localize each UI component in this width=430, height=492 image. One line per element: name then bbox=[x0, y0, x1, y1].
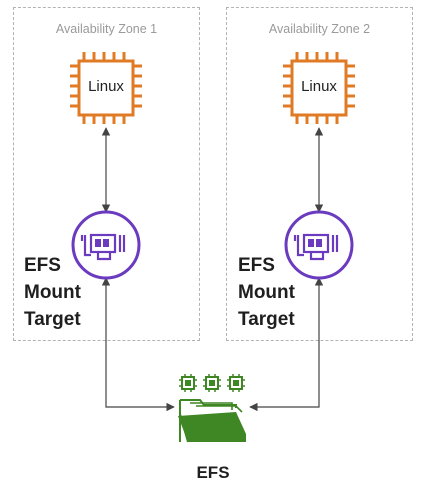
file-system-icon bbox=[178, 374, 246, 443]
chip-icon bbox=[283, 52, 355, 124]
instance-label: Linux bbox=[88, 78, 124, 95]
instance-label: Linux bbox=[301, 78, 337, 95]
mount-target-label-line: Mount bbox=[24, 282, 81, 303]
efs-label: EFS bbox=[196, 463, 230, 482]
connectors bbox=[101, 127, 324, 412]
mount-target-label-line: EFS bbox=[238, 255, 275, 276]
zone-title: Availability Zone 1 bbox=[55, 22, 158, 36]
connector-mount2-efs bbox=[249, 277, 324, 412]
mount-target-label-line: Target bbox=[238, 309, 295, 330]
connector-mount1-efs bbox=[101, 277, 175, 412]
chip-icon bbox=[70, 52, 142, 124]
network-interface-icon bbox=[284, 210, 354, 280]
mount-target-label-line: EFS bbox=[24, 255, 61, 276]
zone-title: Availability Zone 2 bbox=[268, 22, 371, 36]
mount-target-label-line: Target bbox=[24, 309, 81, 330]
mount-target-label-line: Mount bbox=[238, 282, 295, 303]
network-interface-icon bbox=[71, 210, 141, 280]
